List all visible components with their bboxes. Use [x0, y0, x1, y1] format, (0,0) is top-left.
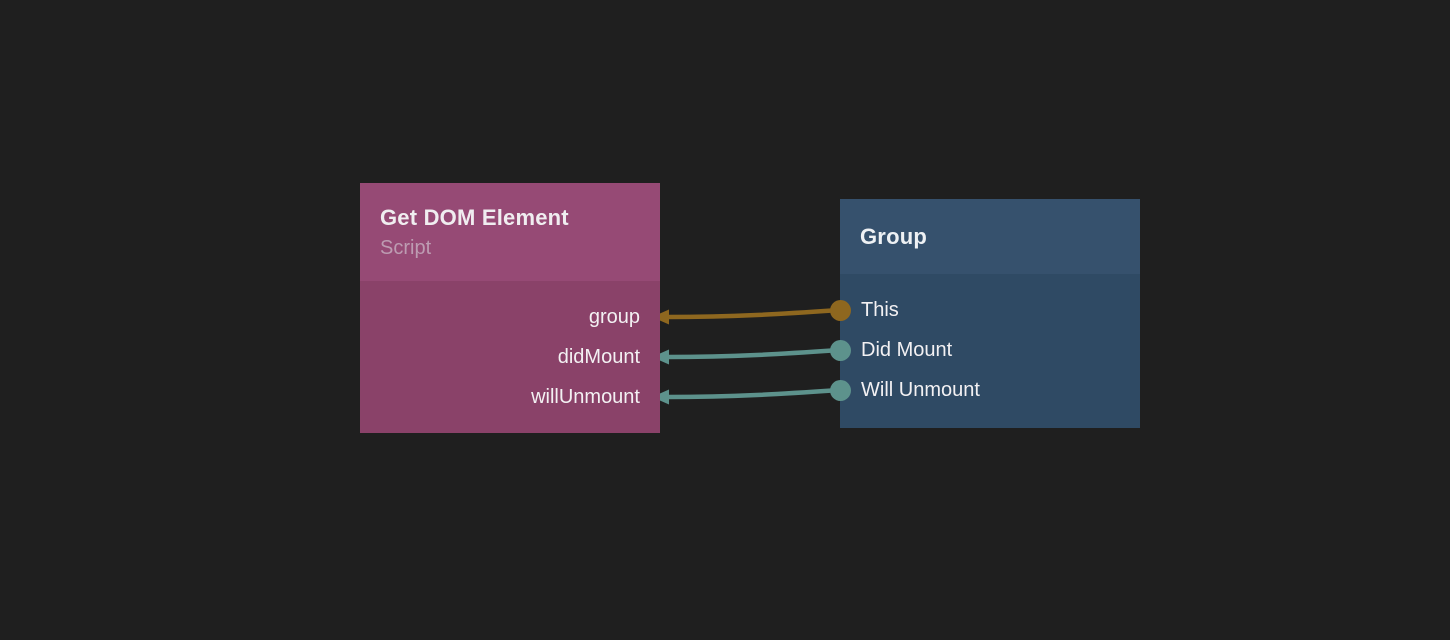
node-title: Get DOM Element [380, 205, 569, 230]
node-body: group didMount willUnmount [360, 281, 660, 433]
port-label: This [861, 298, 899, 321]
port-label: didMount [557, 345, 640, 368]
output-port-didmount[interactable]: Did Mount [829, 330, 1140, 370]
port-dot-willunmount[interactable] [829, 379, 851, 401]
node-get-dom-element[interactable]: Get DOM Element Script group didMount wi… [360, 183, 660, 433]
port-dot-this[interactable] [829, 299, 851, 321]
port-label: willUnmount [531, 385, 640, 408]
port-label: Will Unmount [861, 378, 980, 401]
node-title: Group [860, 223, 927, 249]
input-port-didmount[interactable]: didMount [360, 337, 660, 377]
output-port-this[interactable]: This [829, 290, 1140, 330]
input-port-group[interactable]: group [360, 297, 660, 337]
node-header[interactable]: Group [840, 199, 1140, 274]
node-group[interactable]: Group This Did Mount Will Unmount [829, 199, 1140, 428]
output-port-willunmount[interactable]: Will Unmount [829, 370, 1140, 410]
edge-did-mount[interactable] [666, 347, 842, 360]
port-label: Did Mount [861, 338, 953, 361]
edge-will-unmount[interactable] [666, 387, 842, 400]
input-port-willunmount[interactable]: willUnmount [360, 377, 660, 417]
node-subtitle: Script [380, 237, 432, 259]
node-header[interactable]: Get DOM Element Script [360, 183, 660, 281]
edge-this[interactable] [666, 307, 842, 320]
port-dot-didmount[interactable] [829, 339, 851, 361]
node-body: This Did Mount Will Unmount [829, 274, 1140, 428]
port-label: group [588, 305, 640, 328]
